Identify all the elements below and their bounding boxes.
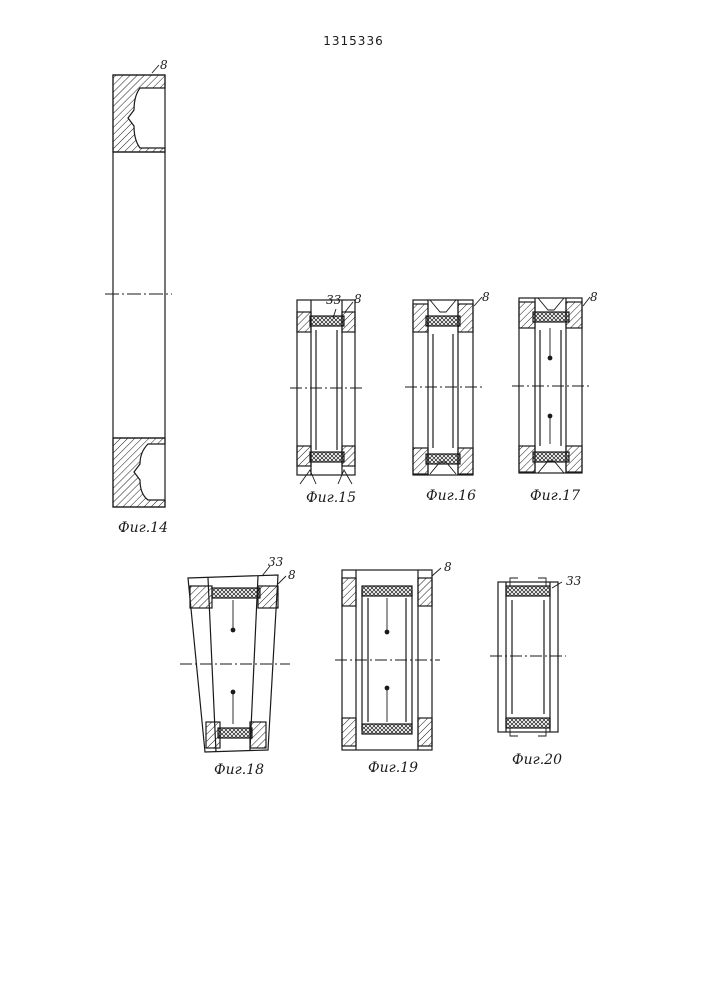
ref-numeral-8-fig16: 8	[482, 290, 490, 304]
caption-fig20: Фиг.20	[512, 752, 562, 768]
figure-14	[105, 65, 172, 507]
caption-fig16: Фиг.16	[426, 488, 476, 504]
figure-17	[512, 297, 590, 473]
figure-18	[180, 566, 290, 752]
caption-fig17: Фиг.17	[530, 488, 580, 504]
ref-numeral-33-fig20: 33	[566, 574, 581, 588]
caption-fig14: Фиг.14	[118, 520, 168, 536]
caption-fig15: Фиг.15	[306, 490, 356, 506]
ref-numeral-33-fig15: 33	[326, 293, 341, 307]
figure-19	[335, 568, 441, 750]
ref-numeral-33-fig18: 33	[268, 555, 283, 569]
figure-15	[290, 300, 362, 484]
figure-16	[405, 297, 482, 475]
caption-fig19: Фиг.19	[368, 760, 418, 776]
ref-numeral-8-fig19: 8	[444, 560, 452, 574]
ref-numeral-8-fig18: 8	[288, 568, 296, 582]
ref-numeral-8-fig17: 8	[590, 290, 598, 304]
caption-fig18: Фиг.18	[214, 762, 264, 778]
ref-numeral-8-fig14: 8	[160, 58, 168, 72]
ref-numeral-8-fig15: 8	[354, 292, 362, 306]
figure-20	[490, 578, 566, 736]
